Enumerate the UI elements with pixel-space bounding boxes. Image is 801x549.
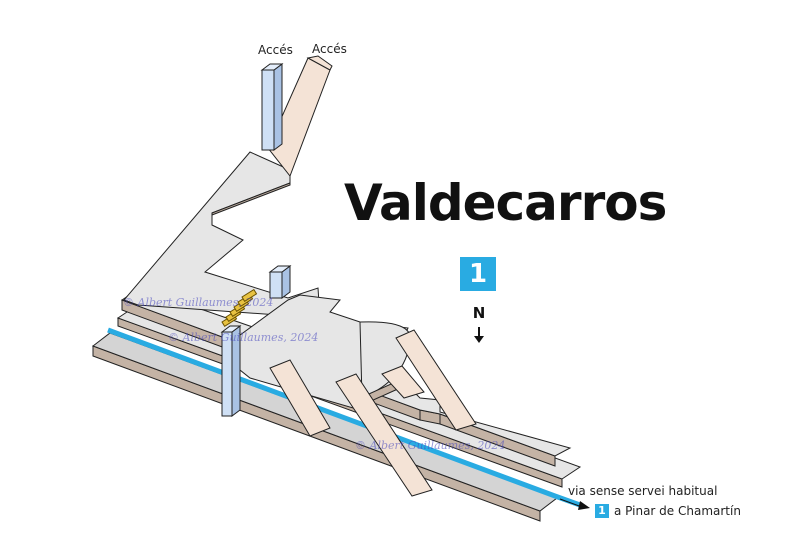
access-lift-top: [260, 63, 284, 71]
concourse-lift-front: [269, 271, 283, 299]
direction-arrow-shaft: [559, 498, 583, 508]
access-label-1: Accés: [258, 43, 293, 57]
watermark-2: © Albert Guillaumes, 2024: [168, 331, 319, 344]
watermark-1: © Albert Guillaumes, 2024: [123, 296, 274, 309]
line-badge: 1: [460, 257, 496, 291]
stair-4: [395, 329, 477, 431]
access-lift-front: [261, 69, 275, 151]
escalator: [221, 288, 258, 327]
access-label-2: Accés: [312, 42, 347, 56]
stair-1: [269, 359, 331, 437]
platform-lift-front: [221, 331, 233, 417]
compass-label: N: [472, 304, 486, 322]
stair-2: [335, 373, 433, 497]
access-stair-top: [306, 55, 333, 71]
stair-3: [381, 365, 425, 399]
concourse-walkway: [123, 151, 321, 319]
station-name: Valdecarros: [344, 174, 667, 232]
platform-lift-top: [220, 325, 242, 333]
concourse-walkway-edge: [211, 170, 291, 216]
access-lift-side: [273, 63, 283, 151]
destination: 1 a Pinar de Chamartín: [595, 504, 741, 518]
track-note: via sense servei habitual: [568, 484, 718, 498]
track-line: [107, 327, 581, 508]
watermark-3: © Albert Guillaumes, 2024: [355, 439, 506, 452]
concourse-lift-top: [268, 265, 292, 273]
direction-arrow: [578, 501, 590, 510]
destination-text: a Pinar de Chamartín: [614, 504, 741, 518]
destination-line-badge: 1: [595, 504, 609, 518]
north-arrow-icon: [474, 327, 484, 343]
